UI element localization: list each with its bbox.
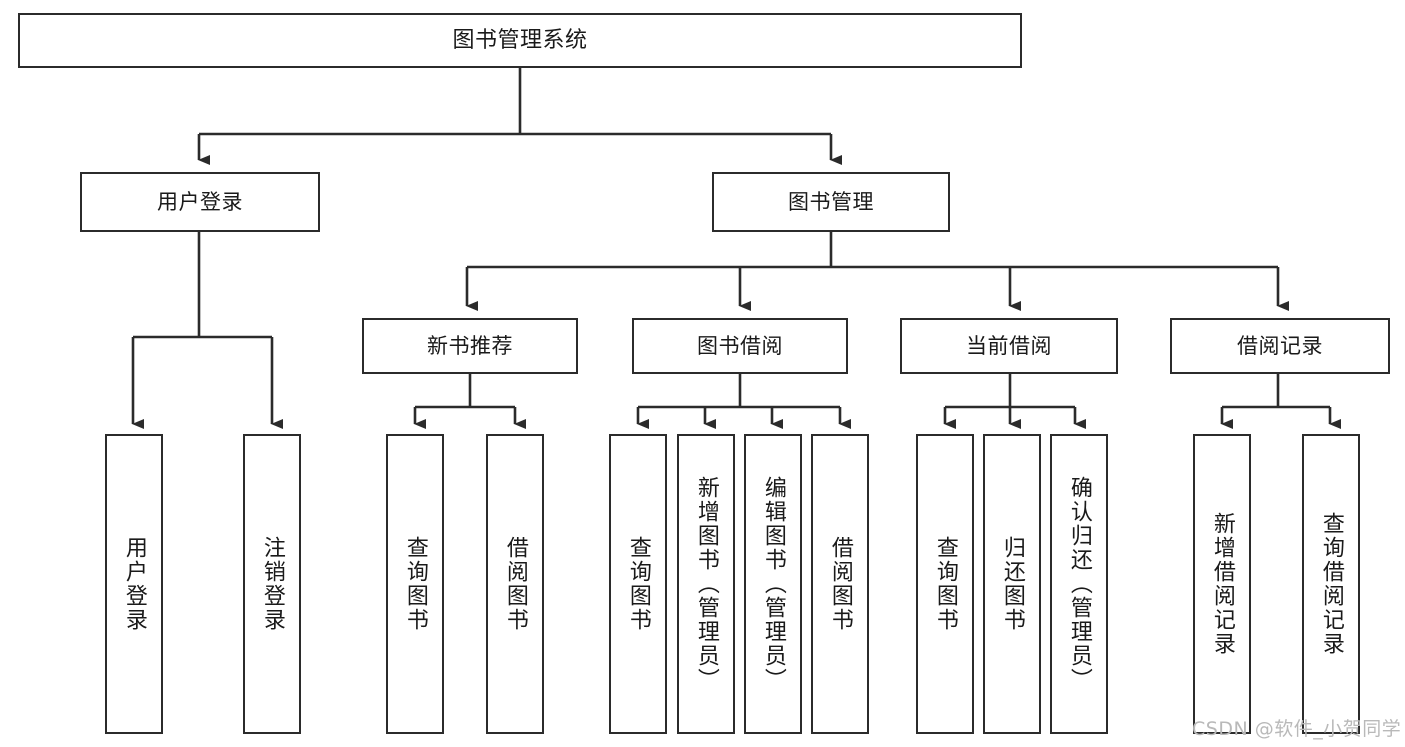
node-new-book-recommend[interactable]: 新书推荐 <box>362 318 578 374</box>
node-book-manage[interactable]: 图书管理 <box>712 172 950 232</box>
node-leaf-add-book[interactable]: 新增图书（管理员） <box>677 434 735 734</box>
node-leaf-borrow-book-2-label: 借阅图书 <box>827 536 853 632</box>
node-user-login-label: 用户登录 <box>157 189 243 214</box>
node-leaf-query-book-2[interactable]: 查询图书 <box>609 434 667 734</box>
node-leaf-user-login-label: 用户登录 <box>121 536 147 632</box>
node-leaf-add-record[interactable]: 新增借阅记录 <box>1193 434 1251 734</box>
node-leaf-query-book-1-label: 查询图书 <box>402 536 428 632</box>
node-leaf-query-record[interactable]: 查询借阅记录 <box>1302 434 1360 734</box>
node-leaf-borrow-book-2[interactable]: 借阅图书 <box>811 434 869 734</box>
node-leaf-logout-login-label: 注销登录 <box>259 536 285 632</box>
node-leaf-query-book-3[interactable]: 查询图书 <box>916 434 974 734</box>
node-user-login[interactable]: 用户登录 <box>80 172 320 232</box>
node-leaf-return-book-label: 归还图书 <box>999 536 1025 632</box>
node-leaf-confirm-return[interactable]: 确认归还（管理员） <box>1050 434 1108 734</box>
node-leaf-edit-book-label: 编辑图书（管理员） <box>760 476 786 692</box>
node-borrow-record[interactable]: 借阅记录 <box>1170 318 1390 374</box>
node-book-manage-label: 图书管理 <box>788 189 874 214</box>
node-book-borrow-label: 图书借阅 <box>697 333 783 358</box>
node-leaf-add-book-label: 新增图书（管理员） <box>693 476 719 692</box>
node-leaf-edit-book[interactable]: 编辑图书（管理员） <box>744 434 802 734</box>
node-root[interactable]: 图书管理系统 <box>18 13 1022 68</box>
node-root-label: 图书管理系统 <box>452 27 588 53</box>
csdn-watermark: CSDN @软件_小贺同学 <box>1192 718 1402 740</box>
node-leaf-return-book[interactable]: 归还图书 <box>983 434 1041 734</box>
node-leaf-query-book-2-label: 查询图书 <box>625 536 651 632</box>
node-book-borrow[interactable]: 图书借阅 <box>632 318 848 374</box>
node-leaf-query-record-label: 查询借阅记录 <box>1318 512 1344 656</box>
node-leaf-logout-login[interactable]: 注销登录 <box>243 434 301 734</box>
node-new-book-recommend-label: 新书推荐 <box>427 333 513 358</box>
node-current-borrow-label: 当前借阅 <box>966 333 1052 358</box>
node-borrow-record-label: 借阅记录 <box>1237 333 1323 358</box>
node-leaf-add-record-label: 新增借阅记录 <box>1209 512 1235 656</box>
node-leaf-query-book-1[interactable]: 查询图书 <box>386 434 444 734</box>
node-leaf-query-book-3-label: 查询图书 <box>932 536 958 632</box>
node-leaf-user-login[interactable]: 用户登录 <box>105 434 163 734</box>
node-current-borrow[interactable]: 当前借阅 <box>900 318 1118 374</box>
node-leaf-borrow-book-1[interactable]: 借阅图书 <box>486 434 544 734</box>
node-leaf-confirm-return-label: 确认归还（管理员） <box>1066 476 1092 692</box>
node-leaf-borrow-book-1-label: 借阅图书 <box>502 536 528 632</box>
